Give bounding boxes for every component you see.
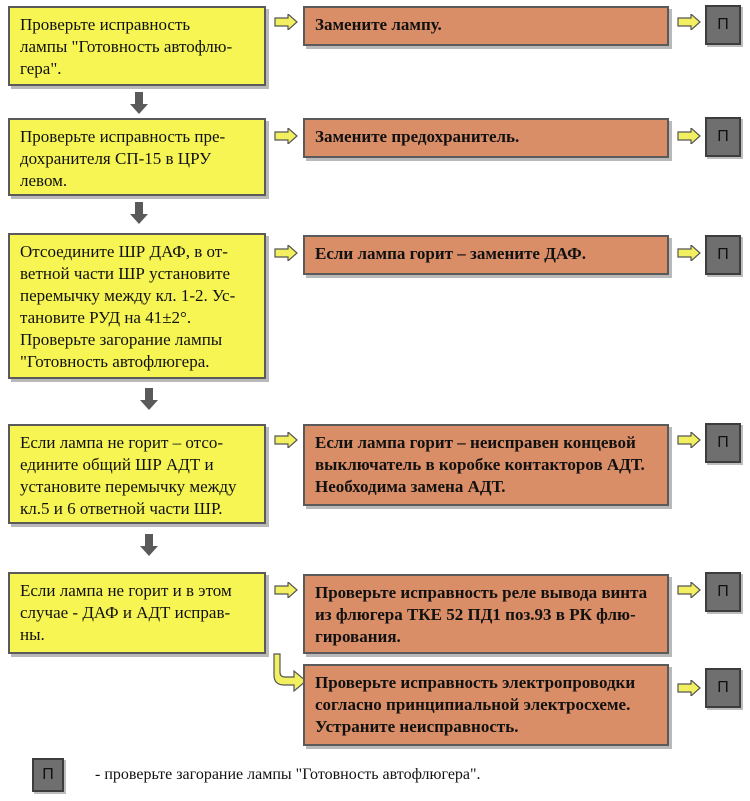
arrow-right-icon: [274, 14, 298, 30]
legend-text: - проверьте загорание лампы "Готовность …: [95, 766, 481, 783]
action-wiring-check: Проверьте исправность электропроводки со…: [303, 664, 669, 746]
lamp-check-box: П: [705, 668, 741, 708]
arrow-down-icon: [140, 534, 158, 556]
arrow-right-icon: [274, 245, 298, 261]
arrow-right-icon: [677, 680, 701, 696]
arrow-right-icon: [677, 582, 701, 598]
arrow-right-icon: [677, 432, 701, 448]
action-step-2: Замените предохранитель.: [303, 118, 669, 158]
action-step-1: Замените лампу.: [303, 6, 669, 46]
arrow-right-icon: [274, 432, 298, 448]
check-step-1: Проверьте исправность лампы "Готовность …: [8, 6, 266, 86]
arrow-right-icon: [677, 245, 701, 261]
arrow-down-icon: [130, 92, 148, 114]
action-step-5: Проверьте исправность реле вывода винта …: [303, 574, 669, 654]
lamp-check-box: П: [705, 572, 741, 612]
action-step-3: Если лампа горит – замените ДАФ.: [303, 235, 669, 275]
lamp-check-box: П: [705, 423, 741, 463]
arrow-right-icon: [677, 128, 701, 144]
lamp-check-box: П: [705, 5, 741, 45]
arrow-down-icon: [140, 388, 158, 410]
lamp-check-box: П: [705, 117, 741, 157]
check-step-2: Проверьте исправность пре- дохранителя С…: [8, 118, 266, 196]
check-step-5: Если лампа не горит и в этом случае - ДА…: [8, 572, 266, 654]
legend-symbol: П: [32, 758, 64, 792]
lamp-check-box: П: [705, 235, 741, 275]
check-step-4: Если лампа не горит – отсо- едините общи…: [8, 424, 266, 524]
check-step-3: Отсоедините ШР ДАФ, в от- ветной части Ш…: [8, 233, 266, 379]
arrow-right-icon: [274, 582, 298, 598]
arrow-down-icon: [130, 202, 148, 224]
arrow-right-icon: [274, 128, 298, 144]
action-step-4: Если лампа горит – неисправен концевой в…: [303, 424, 669, 506]
arrow-right-icon: [677, 14, 701, 30]
bent-arrow-icon: [273, 653, 307, 692]
